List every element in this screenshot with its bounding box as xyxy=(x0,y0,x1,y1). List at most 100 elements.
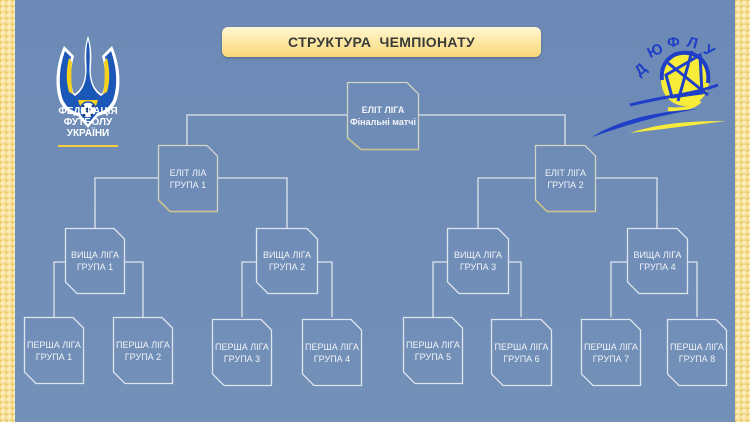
node-outline xyxy=(112,316,174,385)
node-label-line-1: ПЕРША ЛІГА xyxy=(584,341,638,352)
federation-name-line-3: УКРАЇНИ xyxy=(66,128,110,139)
node-label-line-2: ГРУПА 3 xyxy=(223,353,261,364)
node-label-line-1: ВИЩА ЛІГА xyxy=(453,250,503,260)
node-outline xyxy=(64,227,126,295)
connector-higher3-left xyxy=(432,261,447,317)
node-higher-group-2[interactable]: ВИЩА ЛІГА ГРУПА 2 xyxy=(255,227,319,295)
node-label: ПЕРША ЛІГА ГРУПА 3 xyxy=(215,341,269,365)
title-bar: СТРУКТУРА ЧЕМПІОНАТУ xyxy=(222,27,541,57)
node-outline xyxy=(346,81,420,151)
node-outline xyxy=(446,227,510,295)
node-label-line-1: ПЕРША ЛІГА xyxy=(494,341,549,352)
connector-elite2-right xyxy=(596,177,658,228)
node-label-line-2: ГРУПА 6 xyxy=(503,353,540,364)
node-label-line-2: ГРУПА 2 xyxy=(124,351,162,362)
node-outline xyxy=(666,318,728,387)
node-label: ПЕРША ЛІГА ГРУПА 2 xyxy=(116,339,170,363)
node-label: ПЕРША ЛІГА ГРУПА 4 xyxy=(305,341,359,365)
node-first-group-2[interactable]: ПЕРША ЛІГА ГРУПА 2 xyxy=(112,316,174,385)
node-elite-group-1[interactable]: ЕЛІТ ЛІА ГРУПА 1 xyxy=(157,144,219,213)
federation-trident-icon xyxy=(56,36,120,128)
node-label-line-1: ЕЛІТ ЛІГА xyxy=(544,167,587,178)
connector-elite1-left xyxy=(94,177,158,228)
node-outline xyxy=(580,318,642,387)
connector-elite1-right xyxy=(218,177,288,228)
node-outline xyxy=(255,227,319,295)
dyufl-letter-f: Ф xyxy=(667,35,680,51)
node-label-line-1: ВИЩА ЛІГА xyxy=(70,250,120,260)
node-outline xyxy=(23,316,85,385)
node-first-group-3[interactable]: ПЕРША ЛІГА ГРУПА 3 xyxy=(211,318,273,387)
node-outline xyxy=(402,316,464,385)
node-label-line-2: ГРУПА 3 xyxy=(459,262,497,272)
federation-name-line-2: ФУТБОЛУ xyxy=(63,117,113,128)
node-label: ЕЛІТ ЛІГА ГРУПА 2 xyxy=(545,167,586,191)
node-higher-group-1[interactable]: ВИЩА ЛІГА ГРУПА 1 xyxy=(64,227,126,295)
connector-higher4-left xyxy=(610,261,627,317)
node-label-line-2: ГРУПА 8 xyxy=(678,353,716,364)
node-label: ЕЛІТ ЛІГА Фінальні матчі xyxy=(350,104,416,128)
node-first-group-4[interactable]: ПЕРША ЛІГА ГРУПА 4 xyxy=(301,318,363,387)
node-label-line-2: ГРУПА 4 xyxy=(313,353,351,364)
node-label-line-1: ЕЛІТ ЛІА xyxy=(169,167,207,178)
node-higher-group-3[interactable]: ВИЩА ЛІГА ГРУПА 3 xyxy=(446,227,510,295)
node-label: ПЕРША ЛІГА ГРУПА 6 xyxy=(495,341,549,365)
node-label: ПЕРША ЛІГА ГРУПА 8 xyxy=(670,341,724,365)
node-label-line-2: ГРУПА 5 xyxy=(414,351,452,362)
node-label: ВИЩА ЛІГА ГРУПА 3 xyxy=(454,249,502,273)
page-title: СТРУКТУРА ЧЕМПІОНАТУ xyxy=(288,34,475,50)
connector-higher1-right xyxy=(125,261,144,317)
node-label-line-1: ЕЛІТ ЛІГА xyxy=(361,105,405,115)
node-label: ЕЛІТ ЛІА ГРУПА 1 xyxy=(170,167,207,191)
node-elite-group-2[interactable]: ЕЛІТ ЛІГА ГРУПА 2 xyxy=(534,144,597,213)
node-higher-group-4[interactable]: ВИЩА ЛІГА ГРУПА 4 xyxy=(626,227,689,295)
node-label-line-2: ГРУПА 2 xyxy=(547,179,584,190)
node-outline xyxy=(626,227,689,295)
dyufl-letter-yu: Ю xyxy=(645,40,666,62)
node-label-line-2: Фінальні матчі xyxy=(350,117,416,127)
node-label-line-1: ПЕРША ЛІГА xyxy=(116,339,170,350)
connector-higher2-right xyxy=(318,261,333,317)
node-first-group-5[interactable]: ПЕРША ЛІГА ГРУПА 5 xyxy=(402,316,464,385)
node-label-line-2: ГРУПА 7 xyxy=(592,353,630,364)
node-outline xyxy=(534,144,597,213)
node-label-line-2: ГРУПА 2 xyxy=(268,262,306,272)
node-label: ВИЩА ЛІГА ГРУПА 1 xyxy=(71,249,119,273)
dyufl-ball-logo-icon: Д Ю Ф Л У xyxy=(592,35,726,137)
node-label-line-1: ПЕРША ЛІГА xyxy=(406,339,460,350)
node-label-line-2: ГРУПА 1 xyxy=(76,262,114,272)
node-label-line-1: ПЕРША ЛІГА xyxy=(670,341,724,352)
dyufl-letter-l: Л xyxy=(685,35,700,53)
node-outline xyxy=(301,318,363,387)
node-label: ВИЩА ЛІГА ГРУПА 4 xyxy=(633,249,681,273)
federation-underline xyxy=(58,145,118,147)
connector-higher1-left xyxy=(53,261,65,317)
federation-name: ФЕДЕРАЦІЯ ФУТБОЛУ УКРАЇНИ xyxy=(52,106,124,139)
node-first-group-7[interactable]: ПЕРША ЛІГА ГРУПА 7 xyxy=(580,318,642,387)
node-outline xyxy=(490,318,553,387)
federation-name-line-1: ФЕДЕРАЦІЯ xyxy=(58,106,118,117)
connector-higher2-left xyxy=(241,261,256,317)
node-label-line-2: ГРУПА 1 xyxy=(169,179,207,190)
node-label: ВИЩА ЛІГА ГРУПА 2 xyxy=(263,249,311,273)
node-label-line-2: ГРУПА 1 xyxy=(35,351,73,362)
node-label-line-1: ПЕРША ЛІГА xyxy=(215,341,269,352)
node-label-line-1: ВИЩА ЛІГА xyxy=(262,250,312,260)
connector-higher4-right xyxy=(688,261,698,317)
node-label: ПЕРША ЛІГА ГРУПА 1 xyxy=(27,339,81,363)
right-decorative-frame xyxy=(735,0,750,422)
connector-elite2-left xyxy=(477,177,535,228)
connector-higher3-right xyxy=(509,261,522,317)
node-elite-final[interactable]: ЕЛІТ ЛІГА Фінальні матчі xyxy=(346,81,420,151)
node-first-group-6[interactable]: ПЕРША ЛІГА ГРУПА 6 xyxy=(490,318,553,387)
node-first-group-1[interactable]: ПЕРША ЛІГА ГРУПА 1 xyxy=(23,316,85,385)
node-label-line-2: ГРУПА 4 xyxy=(639,262,676,272)
connector-final-left xyxy=(186,114,347,145)
connector-final-right xyxy=(419,114,566,145)
node-label-line-1: ПЕРША ЛІГА xyxy=(305,341,359,352)
node-label-line-1: ВИЩА ЛІГА xyxy=(633,250,682,260)
node-label: ПЕРША ЛІГА ГРУПА 7 xyxy=(584,341,638,365)
node-label-line-1: ПЕРША ЛІГА xyxy=(27,339,81,350)
node-first-group-8[interactable]: ПЕРША ЛІГА ГРУПА 8 xyxy=(666,318,728,387)
